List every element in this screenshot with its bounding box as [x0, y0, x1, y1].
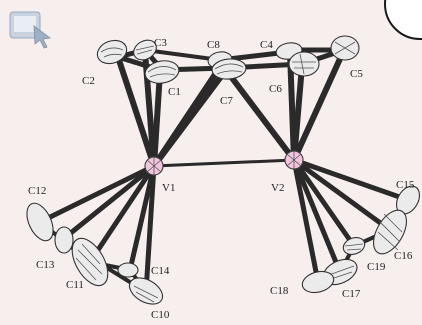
- label-c19: C19: [367, 261, 386, 273]
- atom-c13: [54, 226, 74, 254]
- atom-c1: [144, 60, 180, 84]
- atom-c14: [117, 262, 139, 278]
- label-c1: C1: [168, 86, 181, 98]
- atom-labels: C2 C3 C1 C8 C7 C4 C6 C5 V1 V2 C12 C13 C1…: [28, 37, 415, 321]
- label-v2: V2: [271, 182, 284, 194]
- label-c5: C5: [350, 68, 363, 80]
- label-c7: C7: [220, 95, 233, 107]
- atom-c16: [372, 209, 408, 255]
- label-c4: C4: [260, 39, 273, 51]
- atom-c12: [26, 202, 54, 242]
- atom-c10: [128, 277, 164, 305]
- atom-v2: [284, 150, 304, 170]
- label-c16: C16: [394, 250, 413, 262]
- label-c11: C11: [66, 279, 84, 291]
- atom-c5: [330, 35, 360, 61]
- atom-c3: [133, 39, 157, 61]
- label-c3: C3: [154, 37, 167, 49]
- atom-c19: [342, 237, 366, 255]
- atoms: [26, 35, 421, 305]
- atom-c18: [301, 270, 335, 294]
- atom-c11: [71, 237, 109, 287]
- label-c18: C18: [270, 285, 289, 297]
- label-c6: C6: [269, 83, 282, 95]
- atom-c6: [288, 51, 320, 77]
- label-c14: C14: [151, 265, 170, 277]
- atom-c7: [211, 58, 247, 80]
- label-c15: C15: [396, 179, 415, 191]
- atom-v1: [144, 156, 164, 176]
- label-c12: C12: [28, 185, 46, 197]
- atom-c2: [96, 39, 128, 65]
- circle-button-icon[interactable]: [384, 0, 422, 40]
- label-c13: C13: [36, 259, 55, 271]
- label-c2: C2: [82, 75, 95, 87]
- select-window-icon[interactable]: [9, 11, 52, 49]
- label-c8: C8: [207, 39, 220, 51]
- label-c10: C10: [151, 309, 170, 320]
- label-v1: V1: [162, 182, 175, 194]
- label-c17: C17: [342, 288, 361, 300]
